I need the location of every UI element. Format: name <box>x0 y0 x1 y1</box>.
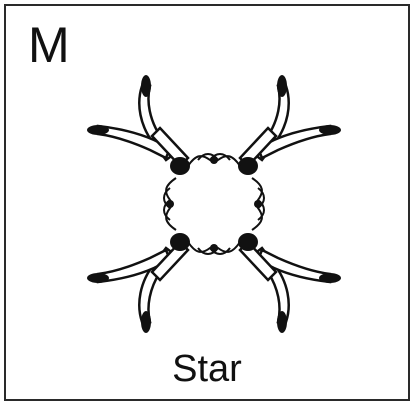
panel-letter: M <box>28 17 70 73</box>
swimmer-top-right <box>196 74 343 222</box>
swimmer-bottom-left <box>85 186 232 334</box>
connector-dot-top <box>210 156 218 164</box>
connector-dot-left <box>166 200 174 208</box>
swimmer-top-left <box>85 74 232 222</box>
connector-dot-bottom <box>210 244 218 252</box>
star-formation-diagram <box>85 74 343 334</box>
figure-panel: M <box>4 4 410 401</box>
connector-dot-right <box>254 200 262 208</box>
figure-caption: Star <box>172 348 242 390</box>
swimmer-bottom-right <box>196 186 343 334</box>
